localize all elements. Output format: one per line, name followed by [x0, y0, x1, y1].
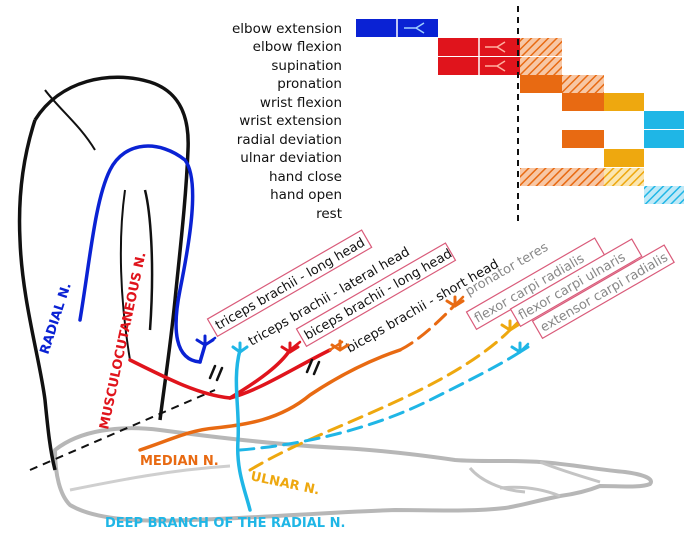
median-nerve-dashed — [398, 303, 457, 352]
cell-pronation-hatched — [562, 75, 604, 93]
musculocutaneous-nerve-label: MUSCULOCUTANEOUS N. — [97, 251, 149, 431]
cell-hand-open — [644, 186, 684, 204]
cell-supination-hatched — [520, 57, 562, 75]
muscle-ending-icon — [445, 295, 465, 308]
radial-nerve-path — [78, 144, 202, 364]
muscle-ending-icon — [280, 341, 300, 354]
finger-line — [539, 460, 601, 484]
ulnar-nerve-label: ULNAR N. — [249, 469, 321, 498]
arm-illustration — [17, 75, 653, 523]
movement-labels: elbow extension elbow flexion supination… — [232, 21, 342, 222]
cell-ulnar-deviation — [604, 149, 644, 167]
cell-elbow-flexion-hatched — [520, 38, 562, 56]
muscle-ending-icon — [500, 319, 520, 332]
movement-label: wrist flexion — [260, 95, 342, 111]
upper-arm-muscle-line — [119, 189, 131, 361]
forearm-outline — [53, 426, 653, 523]
muscle-labels: triceps brachii - long head triceps brac… — [206, 229, 675, 356]
movement-label: elbow flexion — [253, 39, 342, 55]
muscle-label-box — [295, 242, 457, 348]
movement-label: hand close — [269, 169, 342, 185]
movement-label: hand open — [270, 187, 342, 203]
deep-radial-nerve-path — [234, 348, 252, 512]
finger-line — [468, 466, 526, 494]
connector-line — [288, 340, 302, 352]
muscle-label-box — [531, 244, 675, 340]
cell-pronation — [520, 75, 562, 93]
cell-wrist-extension — [644, 111, 684, 129]
muscle-ending-icon — [510, 341, 530, 354]
upper-arm-back — [17, 119, 57, 471]
cell-hand-close-ulnar — [604, 168, 644, 186]
movement-label: pronation — [277, 76, 342, 92]
radial-nerve-branch — [198, 343, 207, 364]
movement-label: ulnar deviation — [240, 150, 342, 166]
muscle-end-icon — [485, 41, 506, 72]
muscle-label-box — [509, 238, 643, 328]
muscle-label-box — [206, 229, 373, 338]
ulnar-nerve-dashed — [248, 328, 512, 472]
activation-table: elbow extension elbow flexion supination… — [232, 6, 684, 226]
median-nerve-label: MEDIAN N. — [140, 454, 219, 469]
muscle-end-icon — [404, 22, 425, 34]
median-nerve-path — [138, 348, 402, 452]
muscle-endings — [195, 295, 530, 354]
cell-wrist-flexion-ulnar — [604, 93, 644, 111]
upper-arm-muscle-line — [44, 89, 96, 151]
cut-mark — [305, 358, 321, 376]
muscle-ending-icon — [330, 339, 350, 352]
movement-label: supination — [271, 58, 342, 74]
cell-radial-deviation — [562, 130, 604, 148]
cell-hand-close-median — [520, 168, 604, 186]
upper-arm-outline — [33, 75, 190, 421]
movement-label: wrist extension — [239, 113, 342, 129]
movement-label: radial deviation — [237, 132, 342, 148]
cut-mark — [208, 364, 224, 382]
radial-nerve-label: RADIAL N. — [38, 281, 75, 356]
muscle-ending-icon — [195, 334, 215, 347]
upper-arm-muscle-line — [143, 189, 154, 331]
musculocutaneous-nerve-path — [128, 348, 332, 400]
forearm-inner-line — [69, 464, 231, 492]
cell-radial-deviation-ext — [644, 130, 684, 148]
muscle-ending-icon — [231, 341, 249, 354]
deep-radial-nerve-label: DEEP BRANCH OF THE RADIAL N. — [105, 516, 345, 531]
cell-wrist-flexion — [562, 93, 604, 111]
elbow-dashed-line — [29, 389, 216, 471]
movement-label: elbow extension — [232, 21, 342, 37]
movement-label: rest — [316, 206, 342, 222]
deep-radial-nerve-dashed — [238, 350, 522, 452]
